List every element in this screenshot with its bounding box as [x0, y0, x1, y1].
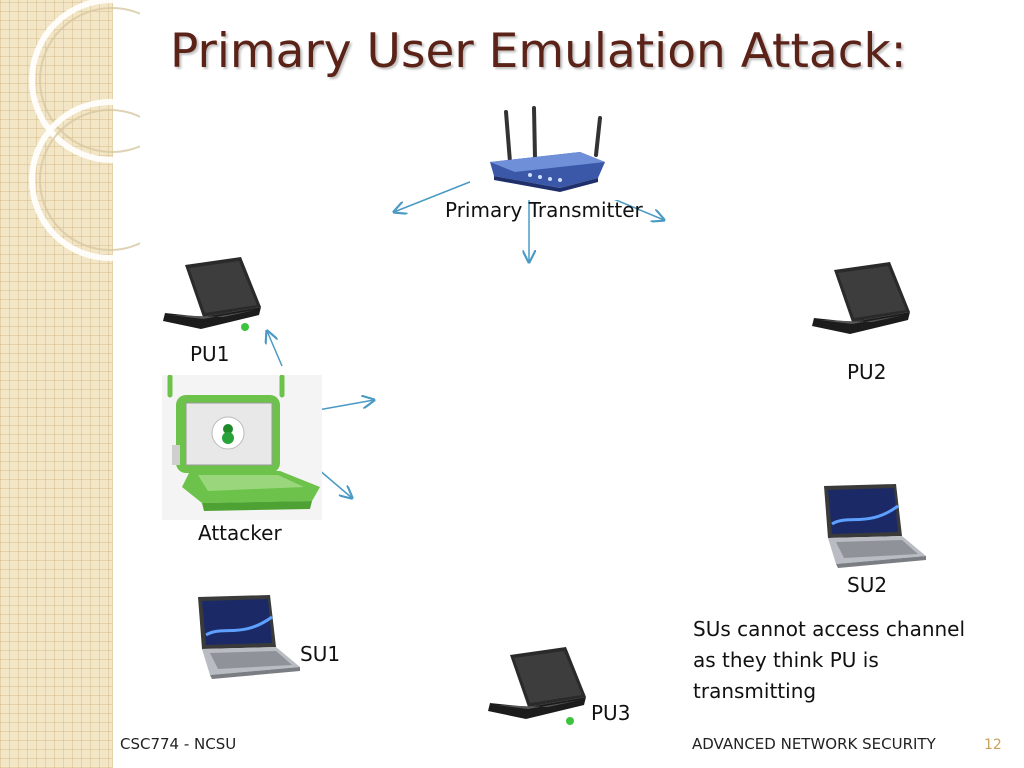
footer-right: ADVANCED NETWORK SECURITY	[692, 735, 936, 753]
slide-title: Primary User Emulation Attack:	[170, 24, 907, 79]
xo-laptop-icon	[162, 375, 322, 520]
footer-left: CSC774 - NCSU	[120, 735, 237, 753]
silver-laptop-icon	[824, 484, 926, 568]
page-number: 12	[984, 737, 1002, 753]
decorative-circles	[29, 0, 140, 261]
label-pu1: PU1	[190, 342, 230, 366]
label-pu3: PU3	[591, 701, 631, 725]
black-laptop-icon	[488, 647, 586, 725]
label-primary-transmitter: Primary Transmitter	[445, 198, 643, 222]
wireless-router-icon	[470, 100, 620, 200]
black-laptop-icon	[812, 262, 910, 334]
black-laptop-icon	[163, 257, 261, 331]
side-decoration-strip	[0, 0, 113, 768]
arrow-attacker-up	[267, 331, 283, 367]
label-su1: SU1	[300, 642, 341, 666]
silver-laptop-icon	[198, 595, 300, 679]
label-pu2: PU2	[847, 360, 887, 384]
explanation-note: SUs cannot access channel as they think …	[693, 617, 966, 703]
label-su2: SU2	[847, 573, 888, 597]
label-attacker: Attacker	[198, 521, 282, 545]
